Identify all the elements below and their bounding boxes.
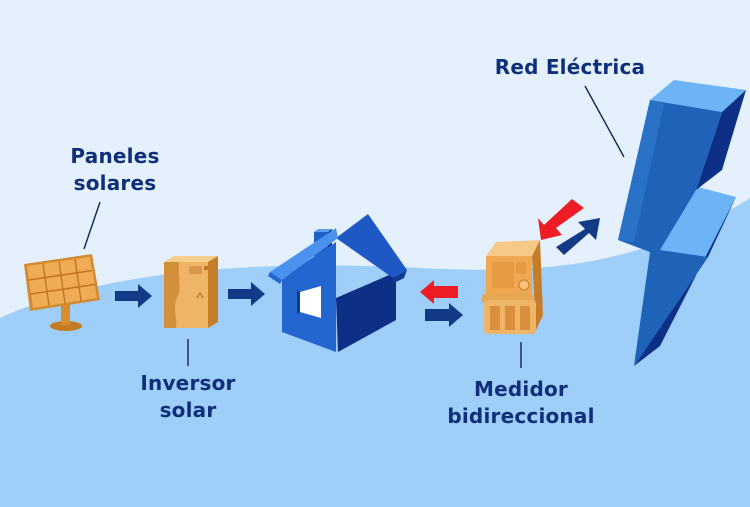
- label-electric-grid: Red Eléctrica: [485, 54, 655, 81]
- arrow-inverter-to-house: [228, 282, 265, 306]
- lightning-bolt-icon: [618, 80, 746, 366]
- label-bidirectional-meter-line1: Medidor: [474, 377, 568, 401]
- bidirectional-meter-icon: [481, 240, 543, 334]
- label-solar-panels: Paneles solares: [55, 143, 175, 197]
- label-solar-panels-line2: solares: [73, 171, 157, 195]
- house-icon: [268, 214, 407, 352]
- label-solar-panels-line1: Paneles: [70, 144, 160, 168]
- panels-label-connector: [83, 201, 101, 250]
- label-bidirectional-meter-line2: bidireccional: [447, 404, 595, 428]
- arrow-grid-to-meter: [538, 199, 584, 240]
- label-electric-grid-line1: Red Eléctrica: [494, 55, 646, 79]
- grid-label-connector: [584, 85, 625, 158]
- arrow-panels-to-inverter: [115, 284, 152, 308]
- label-solar-inverter-line1: Inversor: [140, 371, 236, 395]
- label-solar-inverter-line2: solar: [159, 398, 217, 422]
- arrow-meter-to-grid: [556, 218, 600, 255]
- label-solar-inverter: Inversor solar: [128, 370, 248, 424]
- inverter-icon: [164, 256, 218, 328]
- label-bidirectional-meter: Medidor bidireccional: [436, 376, 606, 430]
- solar-panel-icon: [24, 254, 100, 331]
- arrow-house-from-meter: [420, 280, 458, 304]
- arrow-house-to-meter: [425, 303, 463, 327]
